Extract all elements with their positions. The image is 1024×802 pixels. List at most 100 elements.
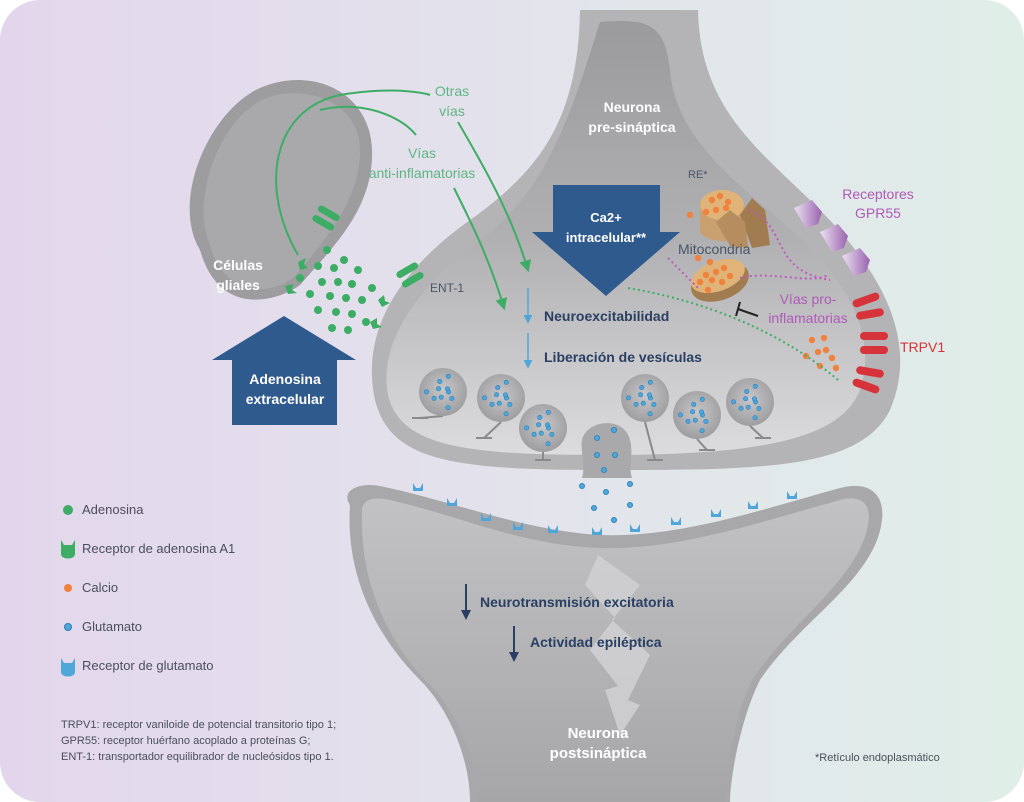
arrow-otras-vias <box>275 89 431 256</box>
postsynaptic-neuron: Neurona postsináptica <box>347 484 883 802</box>
otras-vias-label-2: vías <box>439 103 465 119</box>
glutamate-dot-icon <box>64 623 72 631</box>
footnote-ent1: ENT-1: transportador equilibrador de nuc… <box>61 751 334 763</box>
glutamate-receptor <box>711 509 721 517</box>
glutamate-dot <box>703 418 709 424</box>
trpv1-label: TRPV1 <box>900 339 945 355</box>
adenosine-dot <box>362 318 370 326</box>
actividad-label: Actividad epiléptica <box>530 634 662 650</box>
ca2-intracelular-arrow: Ca2+ intracelular** <box>532 185 680 296</box>
glutamate-dot <box>507 401 513 407</box>
ca2-label: Ca2+ <box>590 210 622 225</box>
glutamate-dot <box>431 395 437 401</box>
neurotransmision-label: Neurotransmisión excitatoria <box>480 594 674 610</box>
adenosine-dot <box>340 256 348 264</box>
glutamate-dot <box>639 384 645 390</box>
glutamate-dot <box>745 404 751 410</box>
glutamate-dot <box>544 422 550 428</box>
glutamate-dot <box>445 373 451 379</box>
glutamate-dot <box>699 396 705 402</box>
glutamate-dot <box>603 488 610 495</box>
glutamate-dot <box>538 430 544 436</box>
calcium-dot <box>712 206 720 214</box>
trpv1-subunit <box>852 378 880 394</box>
adenosina-extracelular-label: Adenosina <box>249 371 321 387</box>
glutamate-dot <box>611 426 618 433</box>
trpv1-subunit <box>852 292 880 308</box>
legend-item-glutamato: Glutamato <box>82 619 142 634</box>
glutamate-dot <box>591 504 598 511</box>
adenosina-extracelular-arrow: Adenosina extracelular <box>212 316 356 425</box>
glutamate-dot <box>545 441 551 447</box>
glutamate-dot <box>678 412 684 418</box>
adenosine-dot <box>342 294 350 302</box>
glutamate-dot <box>537 414 543 420</box>
trpv1-channel <box>852 292 888 394</box>
glutamate-dot <box>449 395 455 401</box>
glutamate-receptor <box>413 483 423 491</box>
ent1-label: ENT-1 <box>430 281 464 295</box>
mitocondria-label: Mitocondria <box>678 241 751 257</box>
glutamate-receptor <box>548 525 558 533</box>
inhibition-icon <box>735 301 759 317</box>
glial-label: Células <box>213 257 263 273</box>
gpr55-receptors: Receptores GPR55 <box>794 186 914 276</box>
trpv1-subunit <box>856 366 884 378</box>
presynaptic-label-2: pre-sináptica <box>588 119 675 135</box>
glutamate-dot <box>627 480 634 487</box>
glutamate-dot <box>536 422 542 428</box>
vias-anti-label-2: anti-inflamatorias <box>369 165 476 181</box>
adenosine-dot <box>314 262 322 270</box>
calcium-dot <box>702 208 710 216</box>
calcium-dot-icon <box>64 584 72 592</box>
trpv1-subunit <box>856 308 884 320</box>
calcium-dot <box>720 264 728 272</box>
glutamate-dot <box>646 392 652 398</box>
adenosine-dot <box>348 310 356 318</box>
vesicle <box>673 391 721 439</box>
trpv1-subunit <box>860 332 888 340</box>
calcium-dot <box>708 196 716 204</box>
calcium-cluster <box>686 192 840 372</box>
adenosine-dot <box>318 278 326 286</box>
a1-receptor-icon <box>61 540 75 559</box>
footnote-trpv1: TRPV1: receptor vaniloide de potencial t… <box>61 719 336 731</box>
adenosine-dot <box>344 326 352 334</box>
glutamate-dot <box>651 401 657 407</box>
adenosine-dot <box>358 296 366 304</box>
vesicle <box>621 374 669 422</box>
calcium-dot <box>718 278 726 286</box>
glutamate-receptor <box>787 491 797 499</box>
calcium-dot <box>694 254 702 262</box>
legend-item-receptor-glutamato: Receptor de glutamato <box>82 658 214 673</box>
calcium-dot <box>828 354 836 362</box>
glutamate-receptor-icon <box>61 658 75 677</box>
glutamate-receptor <box>748 501 758 509</box>
postsynaptic-label-2: postsináptica <box>550 745 647 762</box>
glutamate-dot <box>531 431 537 437</box>
glutamate-dot <box>756 405 762 411</box>
gpr55-label-2: GPR55 <box>855 205 901 221</box>
vesicle-tether <box>696 438 708 451</box>
adenosine-dot <box>330 264 338 272</box>
fusing-vesicle <box>581 423 632 478</box>
glutamate-dot <box>627 501 634 508</box>
glutamate-receptor <box>671 517 681 525</box>
glutamate-dot <box>692 417 698 423</box>
glutamate-dot <box>633 401 639 407</box>
glutamate-dot <box>691 401 697 407</box>
calcium-dot <box>808 336 816 344</box>
glutamate-dot <box>545 409 551 415</box>
glutamate-receptor <box>592 527 602 535</box>
glutamate-dot <box>699 428 705 434</box>
glutamate-dot <box>438 394 444 400</box>
legend-item-receptor-a1: Receptor de adenosina A1 <box>82 541 235 556</box>
glutamate-dot <box>743 396 749 402</box>
adenosine-dot <box>334 278 342 286</box>
arrow-vias-anti <box>319 105 417 136</box>
adenosine-dot-icon <box>63 505 73 515</box>
glutamate-dot <box>731 399 737 405</box>
glutamate-dot <box>611 517 618 524</box>
pro-inflammatory-path-1 <box>749 209 831 281</box>
glutamate-dot <box>444 386 450 392</box>
